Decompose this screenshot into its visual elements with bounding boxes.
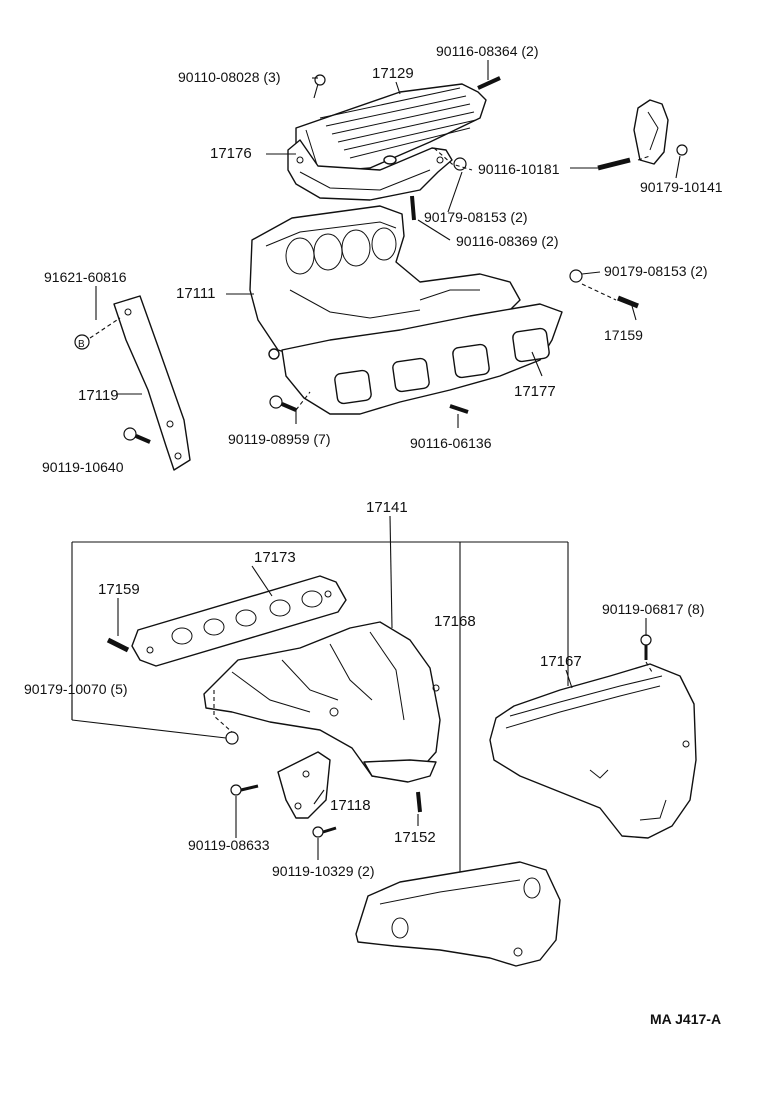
label-17176: 17176 — [210, 145, 252, 162]
stud-17159-lower — [106, 637, 130, 653]
label-90179-08153-lower: 90179-08153 (2) — [604, 263, 708, 279]
label-90119-06817: 90119-06817 (8) — [602, 601, 704, 617]
stud-90116-10181 — [597, 157, 631, 171]
label-90179-10070: 90179-10070 (5) — [24, 681, 128, 697]
nut-90179-10070 — [225, 731, 239, 745]
exhaust-manifold-17141 — [203, 621, 441, 783]
heat-insulator-17167 — [489, 663, 697, 839]
exhaust-gasket-17173 — [131, 575, 347, 667]
clip-bracket-top-right — [633, 99, 669, 165]
bracket-17118 — [277, 751, 331, 819]
label-90116-06136: 90116-06136 — [410, 435, 492, 451]
nut-90179-08153-lower — [569, 269, 583, 283]
label-17152: 17152 — [394, 829, 436, 846]
stud-90116-06136 — [449, 404, 469, 414]
gasket-17176 — [287, 139, 453, 201]
bolt-90119-06817 — [640, 634, 652, 660]
heat-insulator-17168 — [355, 861, 561, 967]
label-17118: 17118 — [330, 797, 371, 814]
intake-chamber-17129 — [295, 83, 487, 173]
label-90116-08364: 90116-08364 (2) — [436, 43, 538, 59]
label-90119-10640: 90119-10640 — [42, 459, 124, 475]
stud-90116-08369 — [410, 195, 416, 221]
bolt-90119-08959 — [269, 395, 297, 412]
bolt-90119-10329 — [312, 826, 337, 838]
label-17159-upper: 17159 — [604, 327, 643, 343]
label-17173: 17173 — [254, 549, 296, 566]
label-90110-08028: 90110-08028 (3) — [178, 69, 280, 85]
reference-code: MA J417-A — [650, 1011, 721, 1027]
label-17119: 17119 — [78, 387, 119, 404]
label-90119-10329: 90119-10329 (2) — [272, 863, 374, 879]
label-17141: 17141 — [366, 499, 408, 516]
label-17177: 17177 — [514, 383, 556, 400]
label-17168: 17168 — [434, 613, 476, 630]
manifold-flange-gasket-17177 — [281, 303, 563, 415]
nut-90179-10141 — [676, 144, 688, 156]
label-17111: 17111 — [176, 285, 216, 302]
label-90179-08153-upper: 90179-08153 (2) — [424, 209, 528, 225]
bolt-90119-10640 — [123, 427, 151, 444]
label-91621-60816: 91621-60816 — [44, 269, 127, 285]
bracket-17119 — [113, 295, 191, 471]
label-90179-10141: 90179-10141 — [640, 179, 723, 195]
label-17159-lower: 17159 — [98, 581, 140, 598]
stud-90116-08364 — [477, 76, 501, 90]
stud-17159-upper — [617, 295, 639, 309]
label-90119-08633: 90119-08633 — [188, 837, 270, 853]
label-90116-10181: 90116-10181 — [478, 161, 560, 177]
circle-b-marker: B — [74, 334, 90, 350]
label-90119-08959: 90119-08959 (7) — [228, 431, 330, 447]
label-90116-08369: 90116-08369 (2) — [456, 233, 558, 249]
circle-b-text: B — [78, 339, 85, 350]
label-17129: 17129 — [372, 65, 414, 82]
label-17167: 17167 — [540, 653, 582, 670]
stud-17152 — [416, 791, 422, 813]
bolt-90119-08633 — [230, 784, 259, 796]
